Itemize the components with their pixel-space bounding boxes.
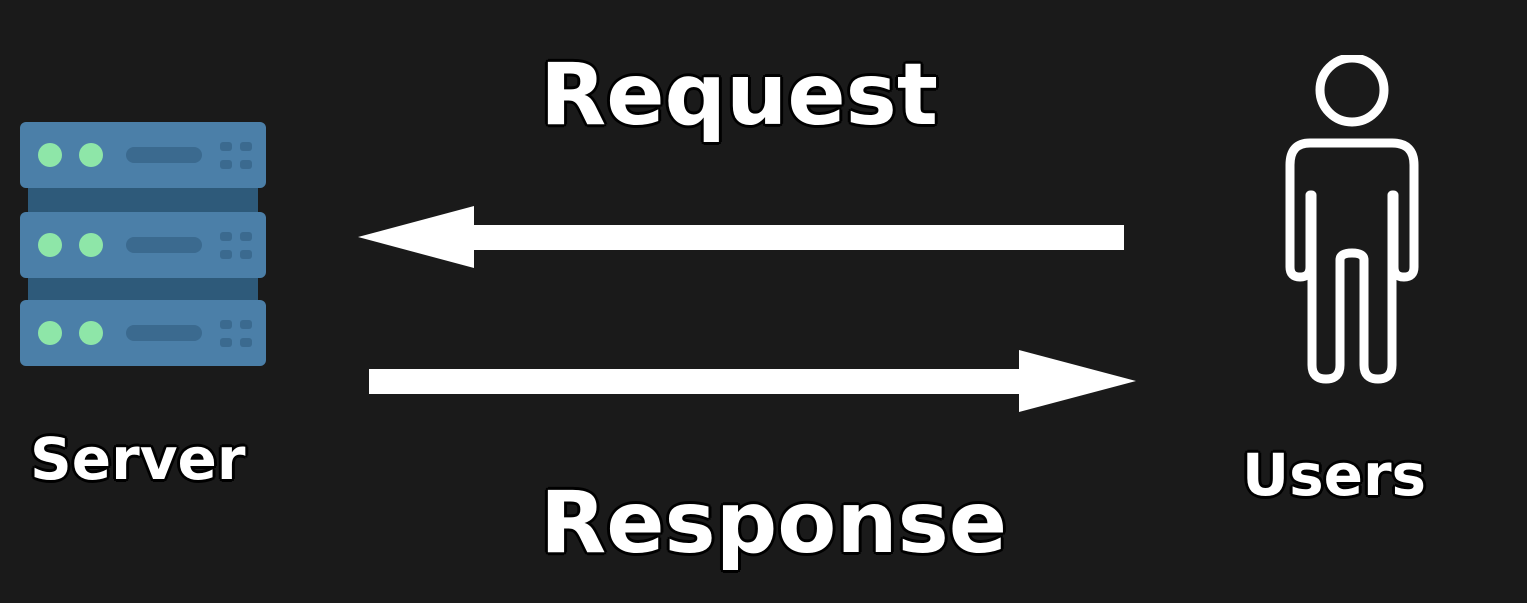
response-arrow (369, 350, 1136, 412)
server-unit-2 (20, 212, 266, 278)
server-label: Server (30, 425, 246, 493)
server-rack-icon (20, 122, 266, 366)
request-arrow (358, 206, 1124, 268)
server-unit-1 (20, 122, 266, 188)
person-outline-icon (1285, 55, 1419, 384)
users-label: Users (1242, 441, 1427, 509)
response-label: Response (540, 473, 1008, 573)
server-unit-3 (20, 300, 266, 366)
request-label: Request (540, 45, 938, 145)
